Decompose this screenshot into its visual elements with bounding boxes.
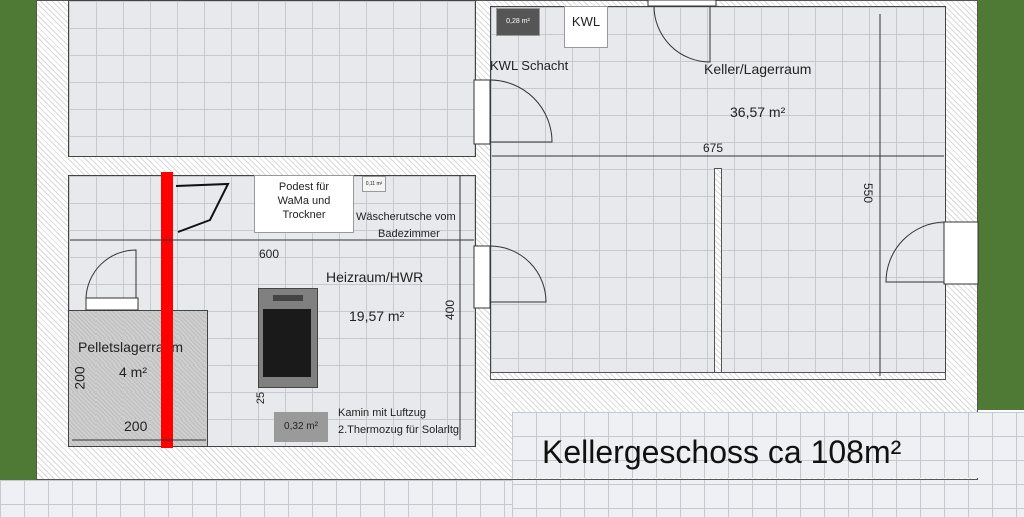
red-marker-line: [161, 172, 173, 448]
grass-right: [978, 0, 1024, 410]
room-top-left: [68, 0, 476, 157]
shaft-area-label: 0,28 m²: [506, 18, 530, 25]
podest-line-1: Podest für: [278, 181, 330, 193]
outer-grid-patch: [512, 412, 978, 478]
kamin-area-label: 0,32 m²: [284, 421, 318, 432]
keller-area: 36,57 m²: [730, 104, 786, 120]
heater: [258, 288, 318, 388]
kamin-line-2: 2.Thermozug für Solarltg: [338, 424, 460, 436]
pellets-area: 4 m²: [119, 364, 147, 380]
heater-panel: [273, 295, 303, 301]
grass-left: [0, 0, 36, 480]
pellets-height-dim: 200: [71, 366, 88, 390]
podest-line-3: Trockner: [282, 209, 326, 221]
small-shaft: 0,11 m²: [362, 176, 386, 192]
waesche-line-1: Wäscherutsche vom: [356, 211, 456, 223]
heizraum-name: Heizraum/HWR: [326, 269, 424, 285]
kamin-box: 0,32 m²: [274, 412, 328, 442]
waesche-line-2: Badezimmer: [378, 228, 440, 240]
kwl-label: KWL: [571, 14, 601, 29]
heizraum-height-dim: 400: [443, 299, 458, 321]
podest-line-2: WaMa und: [277, 195, 331, 207]
podest-box: Podest für WaMa und Trockner: [254, 175, 354, 233]
kwl-box: KWL: [564, 6, 608, 48]
kwl-schacht-label: KWL Schacht: [490, 58, 569, 73]
kamin-line-1: Kamin mit Luftzug: [338, 407, 427, 419]
heizraum-area: 19,57 m²: [349, 308, 405, 324]
small-area-label: 0,11 m²: [365, 181, 383, 187]
room-pellets: [68, 310, 208, 447]
heizraum-width-dim: 600: [259, 247, 280, 261]
keller-width-dim: 675: [703, 141, 724, 155]
keller-inner-wall: [714, 168, 722, 378]
pellets-width-dim: 200: [124, 418, 148, 434]
keller-name: Keller/Lagerraum: [704, 61, 812, 77]
keller-floor-wall: [490, 372, 946, 380]
dim-25: 25: [255, 391, 268, 405]
heater-door: [263, 309, 311, 377]
kwl-shaft: 0,28 m²: [496, 8, 540, 36]
plan-title: Kellergeschoss ca 108m²: [542, 434, 902, 470]
pellets-name: Pelletslagerraum: [78, 339, 184, 355]
keller-height-dim: 550: [861, 182, 876, 204]
